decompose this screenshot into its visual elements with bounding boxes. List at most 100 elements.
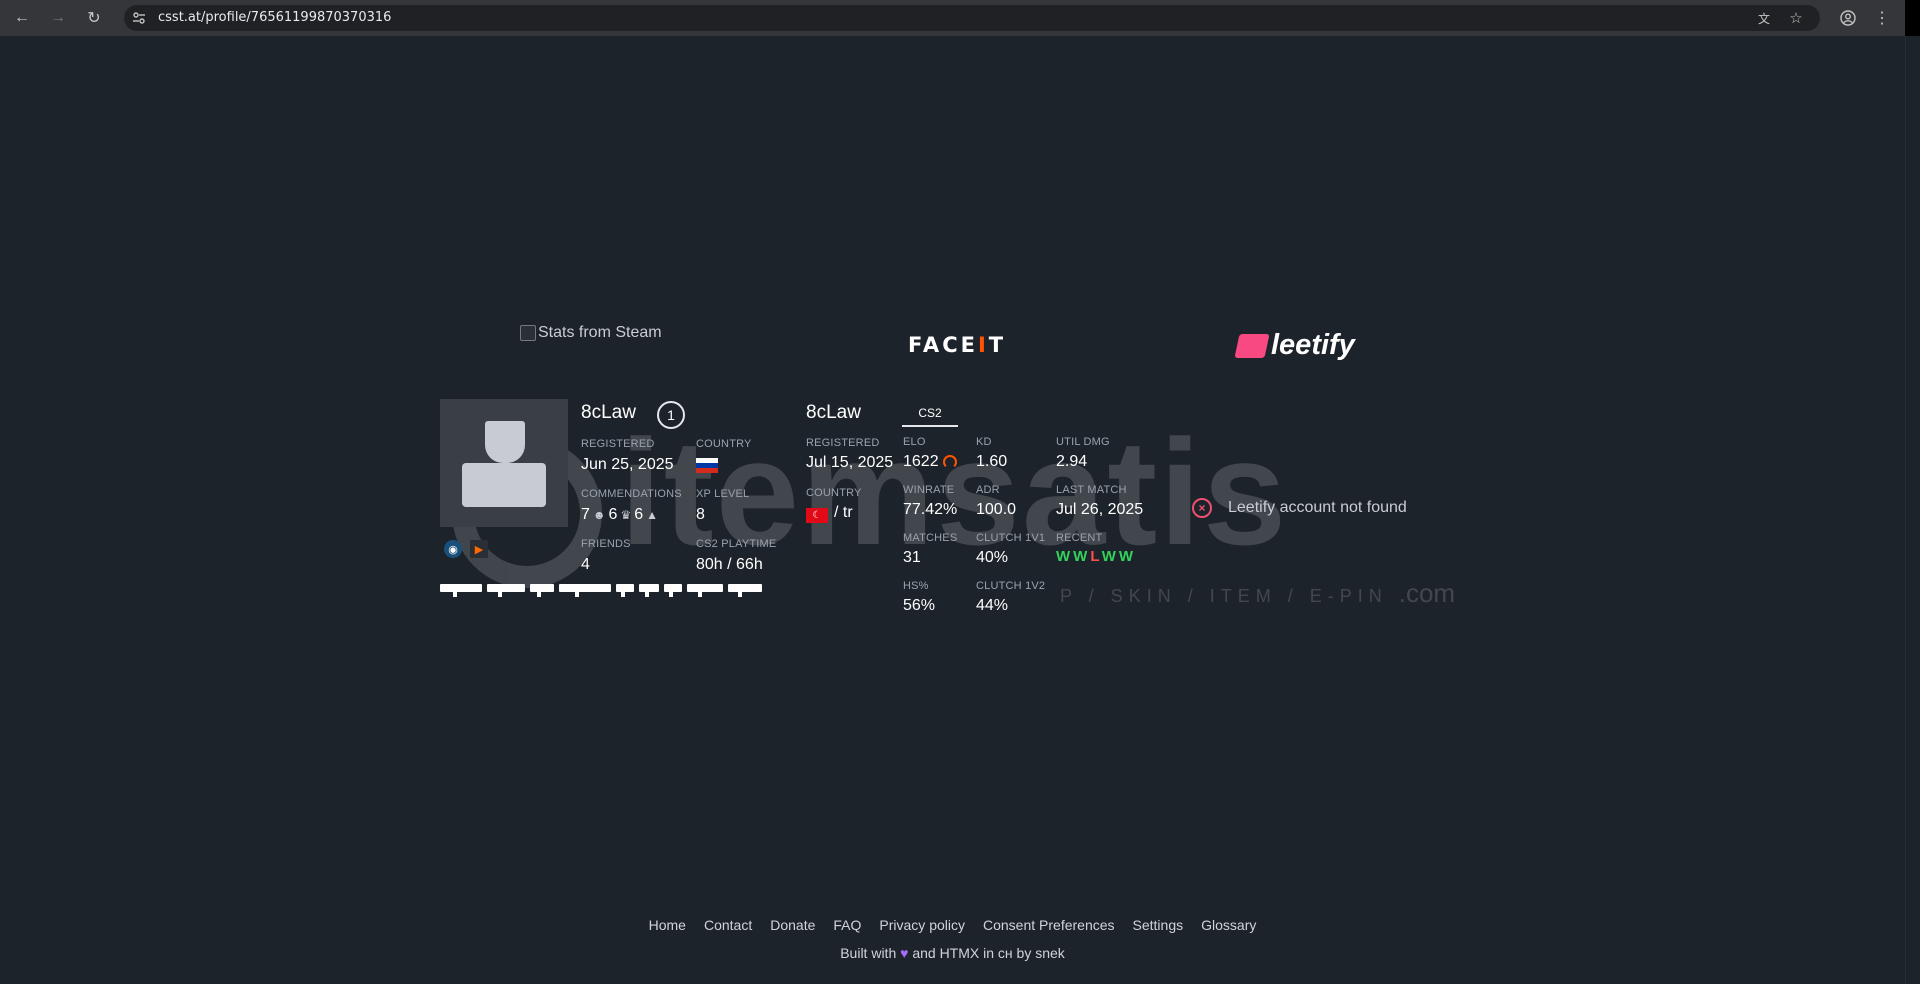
turkey-flag-icon: ☾ (806, 508, 828, 523)
util-dmg-label: UTIL DMG (1056, 436, 1110, 448)
leetify-error-message: Leetify account not found (1228, 499, 1407, 516)
clutch-1v2-value: 44% (976, 597, 1009, 614)
back-icon[interactable]: ← (14, 9, 30, 26)
xp-level-label: XP LEVEL (696, 488, 750, 500)
steam-logo-alt: Stats from Steam (538, 324, 662, 341)
profile-icon[interactable] (1836, 6, 1860, 30)
weapon-row (440, 584, 762, 597)
address-bar[interactable]: csst.at/profile/76561199870370316 文 ☆ (124, 5, 1820, 31)
translate-icon[interactable]: 文 (1757, 11, 1770, 26)
commendations-label: COMMENDATIONS (581, 488, 682, 500)
leader-crown-icon: ♛ (620, 508, 632, 522)
recent-result: W (1056, 548, 1074, 565)
clutch-1v1-label: CLUTCH 1V1 (976, 532, 1046, 544)
footer-link-donate[interactable]: Donate (770, 917, 816, 933)
footer-link-privacy[interactable]: Privacy policy (879, 917, 965, 933)
footer-credit: Built with ♥ and HTMX in сн by snek (840, 945, 1065, 961)
smg-icon (728, 584, 762, 597)
steam-logo-image: Stats from Steam (520, 324, 662, 342)
faceit-registered-value: Jul 15, 2025 (806, 454, 894, 471)
page-content: itemsatis P / SKIN / ITEM / E-PIN .com S… (0, 36, 1905, 980)
menu-dots-icon[interactable]: ⋮ (1874, 10, 1890, 27)
footer-link-faq[interactable]: FAQ (833, 917, 862, 933)
winrate-value: 77.42% (903, 501, 958, 518)
watermark-tagline: P / SKIN / ITEM / E-PIN .com (1060, 578, 1456, 608)
hs-label: HS% (903, 580, 929, 592)
last-match-label: LAST MATCH (1056, 484, 1127, 496)
faceit-country-value: / tr (834, 504, 853, 521)
steam-level-badge: 1 (657, 401, 685, 429)
elo-label: ELO (903, 436, 926, 448)
pistol-icon (639, 584, 659, 597)
faceit-registered-label: REGISTERED (806, 437, 880, 449)
elo-gauge-icon (942, 454, 957, 469)
faceit-country-label: COUNTRY (806, 487, 862, 499)
rifle-icon (487, 584, 525, 597)
tab-cs2[interactable]: CS2 (902, 401, 958, 427)
footer-link-glossary[interactable]: Glossary (1201, 917, 1257, 933)
hs-value: 56% (903, 597, 936, 614)
footer-link-settings[interactable]: Settings (1132, 917, 1184, 933)
leetify-mark-icon (1234, 333, 1270, 358)
browser-toolbar: ← → ↻ csst.at/profile/76561199870370316 … (0, 0, 1905, 36)
broken-image-icon (520, 325, 536, 341)
recent-results: WWLWW (1056, 548, 1136, 565)
kd-value: 1.60 (976, 453, 1008, 470)
page-scrollbar[interactable] (1905, 36, 1920, 984)
error-x-icon: × (1192, 498, 1212, 518)
friends-label: FRIENDS (581, 538, 631, 550)
steam-player-name: 8cLaw (581, 402, 636, 423)
winrate-label: WINRATE (903, 484, 955, 496)
recent-result: L (1090, 548, 1102, 565)
site-settings-icon[interactable] (130, 9, 148, 27)
elo-value: 1622 (903, 453, 957, 471)
footer-link-home[interactable]: Home (648, 917, 686, 933)
russia-flag-icon (696, 458, 718, 473)
pistol-icon (664, 584, 682, 597)
faceit-small-icon[interactable]: ▶ (470, 540, 488, 558)
avatar (440, 399, 568, 527)
steam-registered-value: Jun 25, 2025 (581, 456, 674, 473)
matches-value: 31 (903, 549, 921, 566)
url-text[interactable]: csst.at/profile/76561199870370316 (158, 10, 392, 25)
pistol-icon (616, 584, 634, 597)
clutch-1v2-label: CLUTCH 1V2 (976, 580, 1046, 592)
teacher-cap-icon: ▲ (646, 508, 659, 522)
rifle-icon (440, 584, 482, 597)
recent-result: W (1118, 548, 1137, 565)
xp-level-value: 8 (696, 506, 705, 523)
reload-icon[interactable]: ↻ (87, 10, 101, 27)
commendations-value: 7☻ 6♛ 6▲ (581, 506, 659, 523)
steam-registered-label: REGISTERED (581, 438, 655, 450)
footer-link-contact[interactable]: Contact (703, 917, 753, 933)
leetify-error: × Leetify account not found (1192, 498, 1407, 518)
pistol-icon (530, 584, 554, 597)
recent-result: W (1073, 548, 1091, 565)
last-match-value: Jul 26, 2025 (1056, 501, 1144, 518)
faceit-player-name: 8cLaw (806, 402, 861, 423)
cs2-playtime-value: 80h / 66h (696, 556, 763, 573)
footer-link-consent[interactable]: Consent Preferences (983, 917, 1115, 933)
clutch-1v1-value: 40% (976, 549, 1009, 566)
leetify-logo: leetify (1234, 329, 1355, 362)
footer-nav: Home Contact Donate FAQ Privacy policy C… (0, 917, 1905, 933)
adr-value: 100.0 (976, 501, 1017, 518)
bookmark-star-icon[interactable]: ☆ (1789, 10, 1803, 27)
rifle-icon (687, 584, 723, 597)
bottom-edge (0, 980, 1905, 984)
util-dmg-value: 2.94 (1056, 453, 1088, 470)
recent-label: RECENT (1056, 532, 1103, 544)
sniper-icon (559, 584, 611, 597)
friendly-icon: ☻ (592, 508, 606, 522)
faceit-logo: FACEIT (908, 333, 1007, 357)
friends-value: 4 (581, 556, 590, 573)
kd-label: KD (976, 436, 992, 448)
heart-icon: ♥ (900, 945, 909, 961)
cs2-playtime-label: CS2 PLAYTIME (696, 538, 777, 550)
matches-label: MATCHES (903, 532, 958, 544)
adr-label: ADR (976, 484, 1000, 496)
steam-icon[interactable]: ◉ (444, 540, 462, 558)
steam-country-label: COUNTRY (696, 438, 752, 450)
forward-icon[interactable]: → (50, 9, 66, 26)
recent-result: W (1101, 548, 1119, 565)
